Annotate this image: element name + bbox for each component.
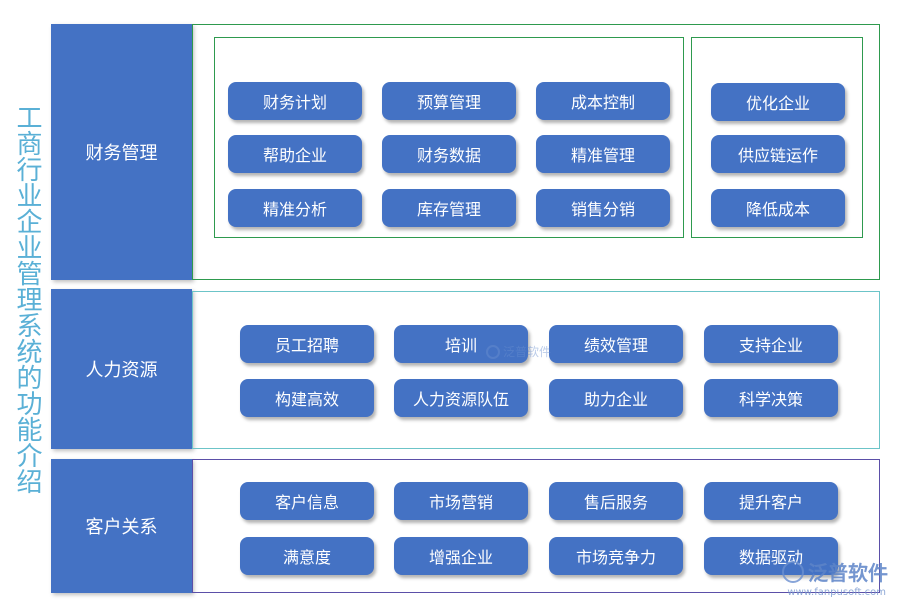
finance-group-core bbox=[214, 37, 684, 238]
finance-item: 降低成本 bbox=[711, 189, 845, 227]
hr-item: 构建高效 bbox=[240, 379, 374, 417]
section-label-finance: 财务管理 bbox=[51, 24, 192, 280]
finance-item: 帮助企业 bbox=[228, 135, 362, 173]
brand-logo-icon bbox=[486, 344, 500, 359]
section-label-hr: 人力资源 bbox=[51, 289, 192, 449]
hr-item: 人力资源队伍 bbox=[394, 379, 528, 417]
crm-item: 提升客户 bbox=[704, 482, 838, 520]
hr-item: 支持企业 bbox=[704, 325, 838, 363]
hr-panel bbox=[192, 291, 880, 449]
crm-item: 市场营销 bbox=[394, 482, 528, 520]
finance-item: 库存管理 bbox=[382, 189, 516, 227]
crm-item: 数据驱动 bbox=[704, 537, 838, 575]
crm-item: 售后服务 bbox=[549, 482, 683, 520]
finance-panel bbox=[192, 24, 880, 280]
watermark-brand-text: 泛普软件 bbox=[808, 561, 888, 585]
finance-group-supply bbox=[691, 37, 863, 238]
crm-item: 市场竞争力 bbox=[549, 537, 683, 575]
finance-item: 销售分销 bbox=[536, 189, 670, 227]
hr-item: 员工招聘 bbox=[240, 325, 374, 363]
brand-logo-icon bbox=[782, 560, 804, 583]
watermark-url: www.fanpusoft.com bbox=[787, 587, 886, 598]
crm-item: 满意度 bbox=[240, 537, 374, 575]
finance-item: 成本控制 bbox=[536, 82, 670, 120]
finance-item: 精准管理 bbox=[536, 135, 670, 173]
hr-item: 绩效管理 bbox=[549, 325, 683, 363]
watermark-brand-text: 泛普软件 bbox=[503, 345, 552, 359]
finance-item: 预算管理 bbox=[382, 82, 516, 120]
watermark-center: 泛普软件 bbox=[486, 343, 551, 360]
finance-item: 精准分析 bbox=[228, 189, 362, 227]
hr-item: 助力企业 bbox=[549, 379, 683, 417]
section-label-crm: 客户关系 bbox=[51, 459, 192, 593]
crm-item: 增强企业 bbox=[394, 537, 528, 575]
finance-item: 优化企业 bbox=[711, 83, 845, 121]
finance-item: 财务数据 bbox=[382, 135, 516, 173]
hr-item: 科学决策 bbox=[704, 379, 838, 417]
crm-panel bbox=[192, 459, 880, 593]
finance-item: 供应链运作 bbox=[711, 135, 845, 173]
watermark-corner: 泛普软件 bbox=[782, 557, 888, 586]
crm-item: 客户信息 bbox=[240, 482, 374, 520]
hr-item: 培训 bbox=[394, 325, 528, 363]
page-title: 工商行业企业管理系统的功能介绍 bbox=[12, 104, 42, 494]
finance-item: 财务计划 bbox=[228, 82, 362, 120]
